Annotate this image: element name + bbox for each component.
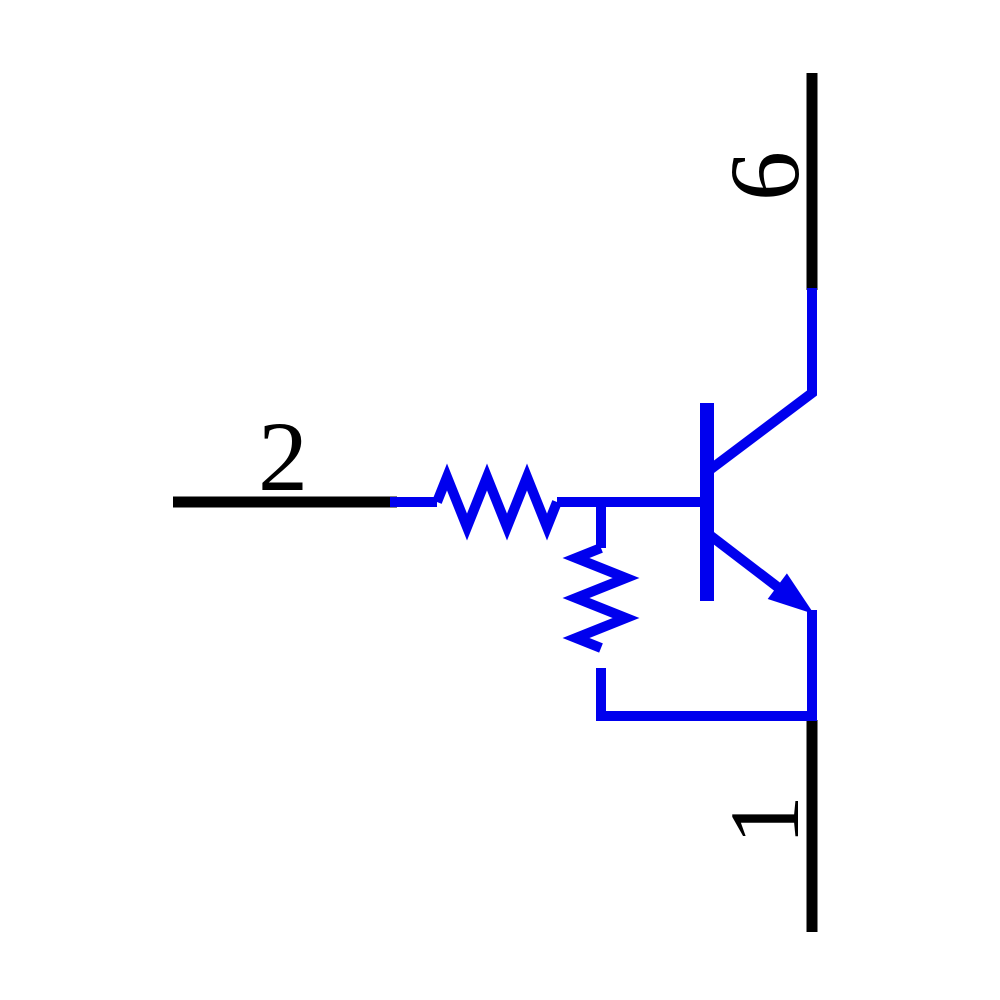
emitter-arrowhead-icon bbox=[767, 573, 814, 614]
emitter-return-wire bbox=[596, 610, 817, 721]
pin1-label: 1 bbox=[709, 795, 820, 845]
pin2-label: 2 bbox=[258, 401, 308, 512]
internal-circuit bbox=[390, 288, 817, 721]
collector-wire bbox=[703, 288, 817, 476]
series-base-resistor bbox=[432, 463, 562, 541]
pin-leads bbox=[173, 73, 818, 932]
pin6-label: 6 bbox=[709, 151, 820, 201]
base-emitter-resistor bbox=[562, 543, 640, 653]
pin-labels: 2 6 1 bbox=[258, 151, 820, 845]
emitter-diagonal-wire bbox=[703, 529, 792, 599]
